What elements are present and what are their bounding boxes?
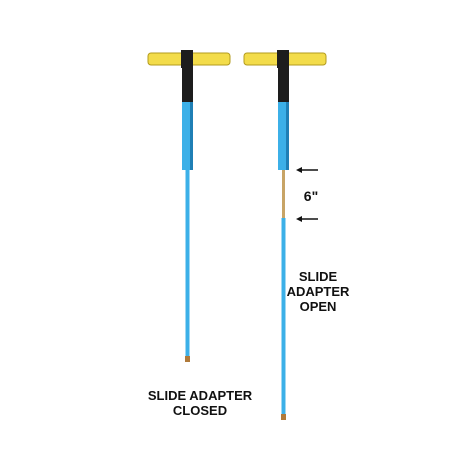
blue-sleeve-left bbox=[182, 102, 193, 170]
probe-closed-icon bbox=[147, 50, 231, 362]
arrow-top-icon bbox=[296, 167, 318, 173]
caption-closed-line2: CLOSED bbox=[172, 403, 228, 418]
caption-closed-line1: SLIDE ADAPTER bbox=[147, 388, 253, 403]
blue-sleeve-shade-right bbox=[286, 102, 289, 170]
blue-sleeve-right bbox=[278, 102, 289, 170]
grip-sleeve-right bbox=[278, 66, 289, 102]
measurement-label: 6" bbox=[303, 188, 319, 204]
caption-slide-adapter-open: SLIDE ADAPTER OPEN bbox=[278, 269, 358, 314]
shaft-left bbox=[185, 170, 190, 356]
tip-left bbox=[185, 356, 190, 362]
caption-open-line2: ADAPTER bbox=[286, 284, 350, 299]
slide-adapter-rod bbox=[282, 170, 285, 218]
caption-slide-adapter-closed: SLIDE ADAPTER CLOSED bbox=[135, 388, 265, 418]
caption-open-line3: OPEN bbox=[299, 299, 337, 314]
grip-sleeve-left bbox=[182, 66, 193, 102]
handle-connector-right bbox=[277, 50, 289, 68]
tip-right bbox=[281, 414, 286, 420]
probe-open-icon bbox=[243, 50, 327, 420]
arrow-bottom-icon bbox=[296, 216, 318, 222]
blue-sleeve-shade-left bbox=[190, 102, 193, 170]
handle-connector-left bbox=[181, 50, 193, 68]
caption-open-line1: SLIDE bbox=[298, 269, 338, 284]
shaft-right bbox=[281, 218, 286, 414]
